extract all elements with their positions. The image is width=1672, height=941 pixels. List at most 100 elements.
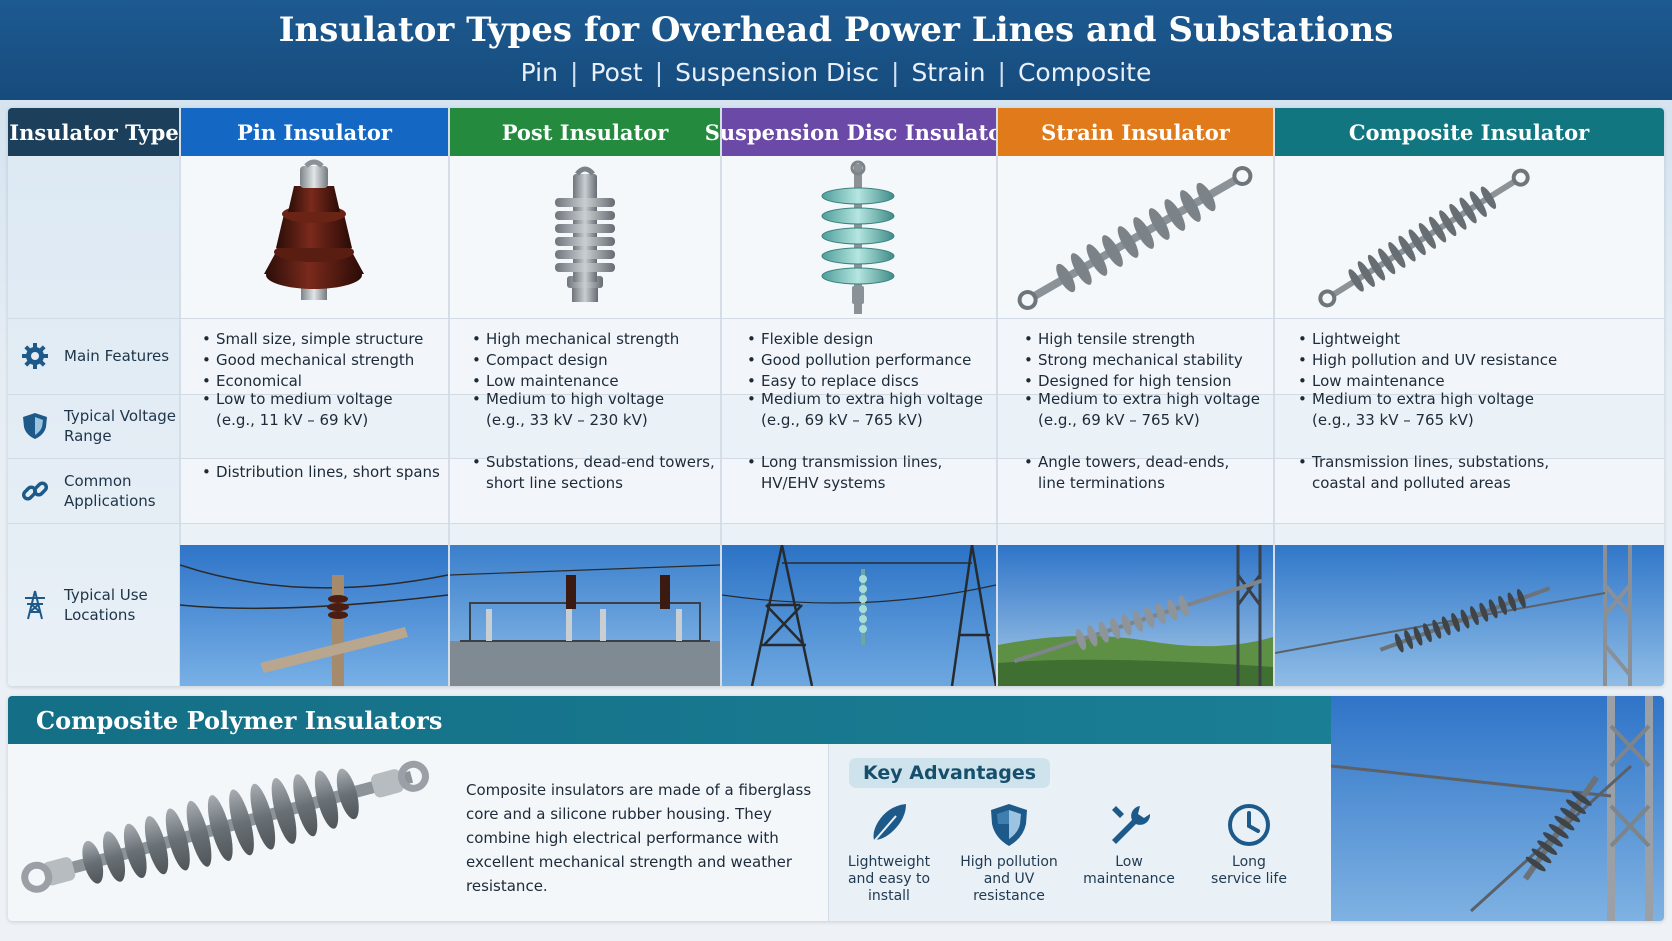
voltage-example: (e.g., 69 kV – 765 kV) xyxy=(1038,411,1200,429)
list-item: Easy to replace discs xyxy=(747,371,993,392)
feather-icon xyxy=(869,804,906,847)
subtitle-item-composite: Composite xyxy=(1017,58,1152,87)
label-line: Typical Voltage xyxy=(64,407,177,425)
corner-header: Insulator Type xyxy=(8,108,180,156)
post-insulator-image xyxy=(449,156,720,318)
wrench-icon xyxy=(1112,806,1151,844)
voltage-example: (e.g., 11 kV – 69 kV) xyxy=(216,411,369,429)
features-cell-suspension: Flexible design Good pollution performan… xyxy=(747,329,993,392)
row-label-use-locations: Typical Use Locations xyxy=(8,523,188,686)
advantage-label: Long service life xyxy=(1189,854,1309,888)
list-item: Long transmission lines, xyxy=(747,452,993,473)
composite-insulator-image xyxy=(1274,156,1664,318)
features-cell-post: High mechanical strength Compact design … xyxy=(472,329,716,392)
suspension-location-photo xyxy=(722,545,996,686)
list-item: Good mechanical strength xyxy=(202,350,442,371)
applications-continuation: short line sections xyxy=(486,474,623,492)
advantage-long-life: Long service life xyxy=(1189,800,1309,888)
voltage-cell-post: Medium to high voltage (e.g., 33 kV – 23… xyxy=(472,389,716,431)
header-suspension-insulator: Suspension Disc Insulator xyxy=(705,108,1013,156)
list-item: Strong mechanical stability xyxy=(1024,350,1270,371)
label-line: service life xyxy=(1211,871,1287,887)
list-item: High tensile strength xyxy=(1024,329,1270,350)
key-advantages-panel: Key Advantages Lightweight and easy to i… xyxy=(828,744,1331,921)
divider xyxy=(720,108,722,686)
composite-section: Composite Polymer Insulators xyxy=(8,696,1664,921)
label-line: resistance xyxy=(973,888,1045,904)
list-item: Medium to high voltage xyxy=(472,389,716,410)
voltage-cell-pin: Low to medium voltage (e.g., 11 kV – 69 … xyxy=(202,389,442,431)
voltage-example: (e.g., 69 kV – 765 kV) xyxy=(761,411,923,429)
features-cell-strain: High tensile strength Strong mechanical … xyxy=(1024,329,1270,392)
advantage-lightweight: Lightweight and easy to install xyxy=(829,800,949,905)
label-line: Applications xyxy=(64,491,156,510)
pin-insulator-image xyxy=(180,156,448,318)
label-line: Low xyxy=(1115,854,1143,870)
label-line: Long xyxy=(1232,854,1266,870)
voltage-cell-suspension: Medium to extra high voltage (e.g., 69 k… xyxy=(747,389,993,431)
clock-icon xyxy=(1228,804,1270,846)
advantage-low-maintenance: Low maintenance xyxy=(1069,800,1189,888)
applications-continuation: coastal and polluted areas xyxy=(1312,474,1511,492)
voltage-example: (e.g., 33 kV – 230 kV) xyxy=(486,411,648,429)
gear-icon xyxy=(22,343,48,369)
advantage-label: Lightweight and easy to install xyxy=(829,854,949,905)
composite-location-photo xyxy=(1275,545,1664,686)
label-line: Locations xyxy=(64,605,136,624)
composite-tower-photo xyxy=(1331,696,1664,921)
divider xyxy=(448,108,450,686)
list-item: Distribution lines, short spans xyxy=(202,462,442,483)
list-item: Substations, dead-end towers, xyxy=(472,452,716,473)
strain-location-photo xyxy=(998,545,1273,686)
list-item: Low to medium voltage xyxy=(202,389,442,410)
shield-icon xyxy=(991,804,1027,846)
advantage-pollution-uv: High pollution and UV resistance xyxy=(949,800,1069,905)
list-item: Lightweight xyxy=(1298,329,1658,350)
row-label-text: Common Applications xyxy=(64,471,156,511)
label-line: High pollution xyxy=(960,854,1058,870)
composite-section-title: Composite Polymer Insulators xyxy=(8,696,1331,744)
composite-insulator-large-image xyxy=(8,744,448,921)
list-item: High mechanical strength xyxy=(472,329,716,350)
list-item: Small size, simple structure xyxy=(202,329,442,350)
label-line: Common xyxy=(64,471,132,490)
list-item: Low maintenance xyxy=(472,371,716,392)
applications-continuation: HV/EHV systems xyxy=(761,474,886,492)
shield-icon xyxy=(23,413,47,439)
list-item: Medium to extra high voltage xyxy=(1024,389,1270,410)
row-label-applications: Common Applications xyxy=(8,458,188,523)
list-item: Medium to extra high voltage xyxy=(1298,389,1658,410)
features-cell-pin: Small size, simple structure Good mechan… xyxy=(202,329,442,392)
header-composite-insulator: Composite Insulator xyxy=(1274,108,1664,156)
list-item: Good pollution performance xyxy=(747,350,993,371)
voltage-cell-composite: Medium to extra high voltage (e.g., 33 k… xyxy=(1298,389,1658,431)
header-pin-insulator: Pin Insulator xyxy=(180,108,449,156)
divider xyxy=(1273,108,1275,686)
subtitle-separator: | xyxy=(891,58,900,87)
label-line: install xyxy=(868,888,910,904)
advantage-label: High pollution and UV resistance xyxy=(949,854,1069,905)
page-title: Insulator Types for Overhead Power Lines… xyxy=(278,10,1394,50)
label-line: maintenance xyxy=(1083,871,1175,887)
subtitle-item-suspension: Suspension Disc xyxy=(675,58,879,87)
page-header: Insulator Types for Overhead Power Lines… xyxy=(0,0,1672,100)
label-line: Lightweight xyxy=(847,854,931,870)
header-strain-insulator: Strain Insulator xyxy=(997,108,1274,156)
composite-description: Composite insulators are made of a fiber… xyxy=(466,781,812,895)
suspension-insulator-image xyxy=(721,156,996,318)
label-line: and easy to xyxy=(847,871,931,887)
list-item: Economical xyxy=(202,371,442,392)
voltage-example: (e.g., 33 kV – 765 kV) xyxy=(1312,411,1474,429)
comparison-table: Insulator Type Pin Insulator Post Insula… xyxy=(8,108,1664,686)
advantage-label: Low maintenance xyxy=(1069,854,1189,888)
applications-cell-pin: Distribution lines, short spans xyxy=(202,462,442,483)
list-item: Compact design xyxy=(472,350,716,371)
list-item: Flexible design xyxy=(747,329,993,350)
list-item: Transmission lines, substations, xyxy=(1298,452,1658,473)
label-line: and UV xyxy=(983,871,1035,887)
subtitle-item-post: Post xyxy=(590,58,643,87)
subtitle-item-strain: Strain xyxy=(911,58,986,87)
list-item: Medium to extra high voltage xyxy=(747,389,993,410)
tower-icon xyxy=(25,590,45,619)
voltage-cell-strain: Medium to extra high voltage (e.g., 69 k… xyxy=(1024,389,1270,431)
